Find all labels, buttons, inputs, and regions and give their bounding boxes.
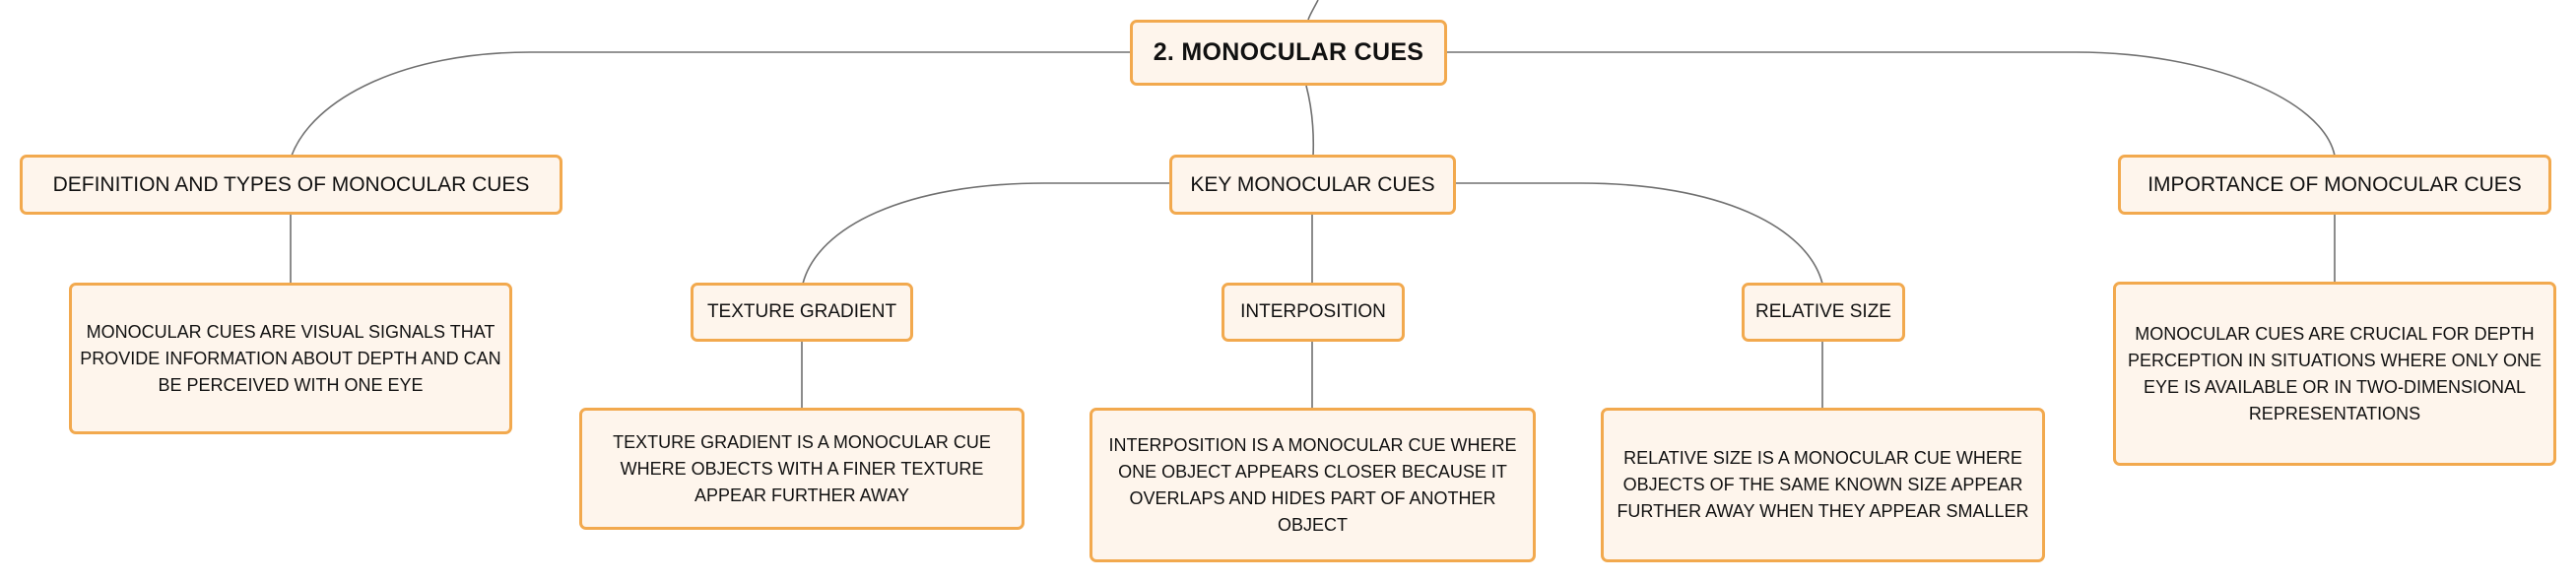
relative-size-description[interactable]: RELATIVE SIZE IS A MONOCULAR CUE WHERE O… xyxy=(1601,408,2045,562)
definition-node[interactable]: DEFINITION AND TYPES OF MONOCULAR CUES xyxy=(20,155,562,215)
relative-size-label: RELATIVE SIZE xyxy=(1755,301,1891,322)
definition-description[interactable]: MONOCULAR CUES ARE VISUAL SIGNALS THAT P… xyxy=(69,283,512,434)
connector-root-definition xyxy=(291,51,1131,157)
importance-node-label: IMPORTANCE OF MONOCULAR CUES xyxy=(2147,172,2522,196)
importance-node[interactable]: IMPORTANCE OF MONOCULAR CUES xyxy=(2118,155,2551,215)
interposition-label: INTERPOSITION xyxy=(1240,301,1386,322)
texture-gradient-description[interactable]: TEXTURE GRADIENT IS A MONOCULAR CUE WHER… xyxy=(579,408,1024,530)
interposition-node[interactable]: INTERPOSITION xyxy=(1222,283,1405,342)
importance-description[interactable]: MONOCULAR CUES ARE CRUCIAL FOR DEPTH PER… xyxy=(2113,282,2556,466)
connector-root-key-cues xyxy=(1305,85,1315,158)
definition-node-label: DEFINITION AND TYPES OF MONOCULAR CUES xyxy=(52,172,530,196)
texture-gradient-node[interactable]: TEXTURE GRADIENT xyxy=(691,283,913,342)
importance-description-text: MONOCULAR CUES ARE CRUCIAL FOR DEPTH PER… xyxy=(2127,323,2543,423)
key-cues-node-label: KEY MONOCULAR CUES xyxy=(1190,172,1435,196)
root-node-label: 2. MONOCULAR CUES xyxy=(1153,38,1424,66)
root-node[interactable]: 2. MONOCULAR CUES xyxy=(1130,20,1447,86)
texture-gradient-label: TEXTURE GRADIENT xyxy=(706,301,897,322)
key-cues-node[interactable]: KEY MONOCULAR CUES xyxy=(1169,155,1456,215)
relative-size-node[interactable]: RELATIVE SIZE xyxy=(1742,283,1905,342)
definition-description-text: MONOCULAR CUES ARE VISUAL SIGNALS THAT P… xyxy=(80,321,501,395)
connector-keycues-texture xyxy=(802,182,1169,285)
interposition-description[interactable]: INTERPOSITION IS A MONOCULAR CUE WHERE O… xyxy=(1090,408,1536,562)
connector-root-importance xyxy=(1446,51,2336,157)
connector-incoming-root xyxy=(1307,0,1319,21)
texture-gradient-description-text: TEXTURE GRADIENT IS A MONOCULAR CUE WHER… xyxy=(613,431,991,505)
connector-keycues-relative xyxy=(1456,182,1823,285)
relative-size-description-text: RELATIVE SIZE IS A MONOCULAR CUE WHERE O… xyxy=(1617,448,2029,521)
interposition-description-text: INTERPOSITION IS A MONOCULAR CUE WHERE O… xyxy=(1108,434,1517,535)
